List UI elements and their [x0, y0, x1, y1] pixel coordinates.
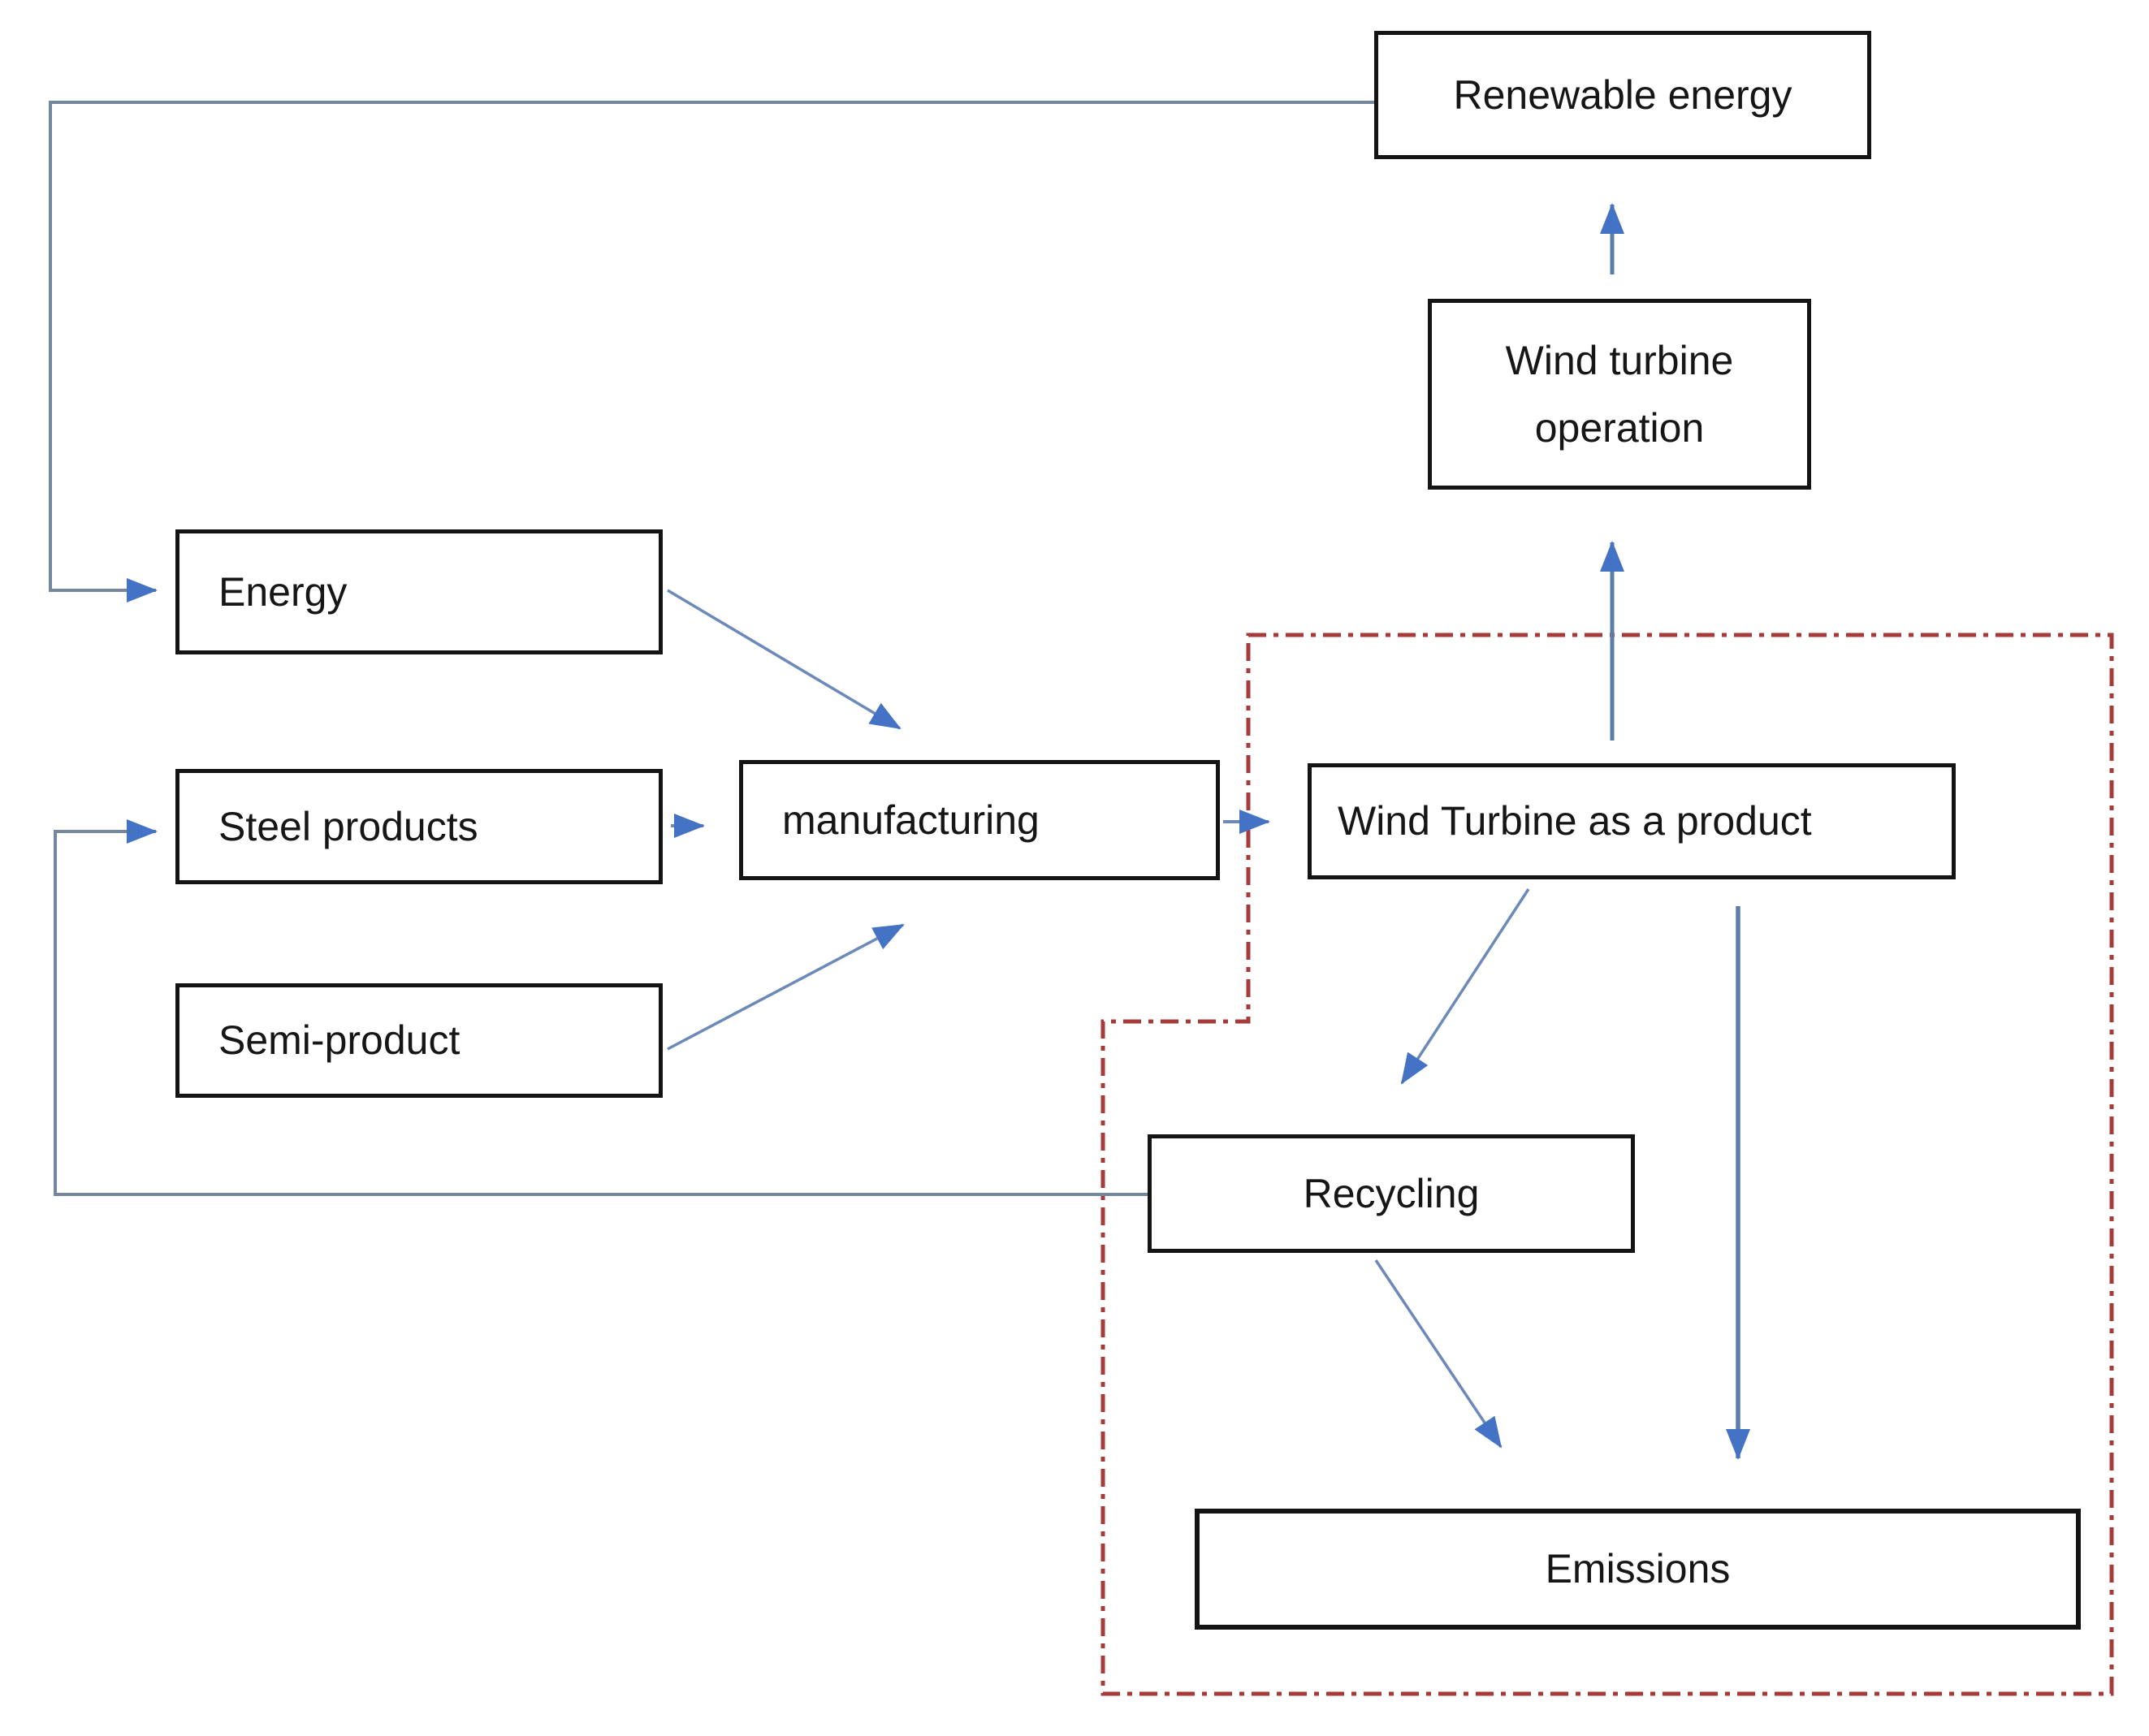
- connector-renewable-to-energy: [49, 101, 1374, 602]
- node-renewable-energy: Renewable energy: [1374, 31, 1871, 159]
- node-semi-product: Semi-product: [175, 983, 663, 1098]
- system-boundary-outline: [1100, 633, 2114, 1696]
- node-energy: Energy: [175, 529, 663, 654]
- connector-recycling-to-steel: [54, 819, 1148, 1196]
- node-steel-products: Steel products: [175, 769, 663, 884]
- node-wind-turbine-product: Wind Turbine as a product: [1308, 763, 1956, 879]
- connector-semi-to-manufacturing: [667, 923, 905, 1051]
- connector-energy-to-manufacturing: [667, 589, 902, 730]
- node-recycling: Recycling: [1148, 1134, 1635, 1253]
- node-wind-turbine-operation: Wind turbine operation: [1428, 299, 1811, 490]
- connector-recycling-to-emissions: [1374, 1259, 1503, 1449]
- node-emissions: Emissions: [1195, 1509, 2081, 1630]
- node-manufacturing: manufacturing: [739, 760, 1220, 880]
- connector-product-to-recycling: [1400, 888, 1530, 1085]
